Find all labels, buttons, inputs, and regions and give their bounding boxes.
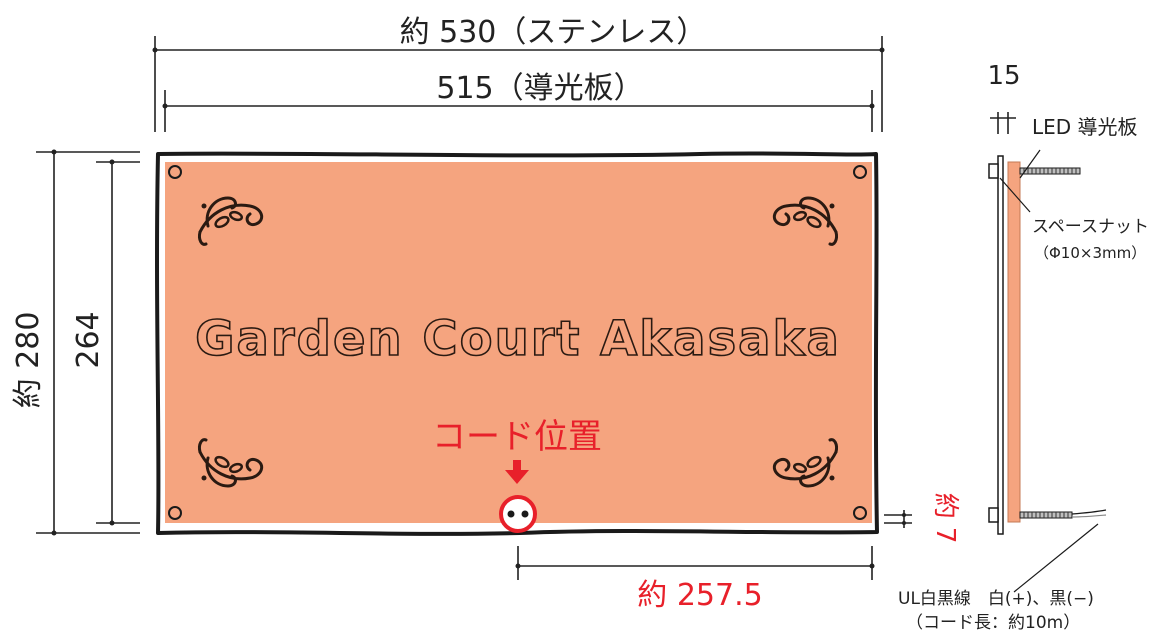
panel-height-dimension: 264 — [71, 159, 140, 526]
side-led-panel — [1007, 161, 1021, 523]
cord-position-label: コード位置 — [432, 417, 602, 457]
spacer-nut-spec: （Φ10×3mm） — [1034, 244, 1146, 262]
spacer-nut-top — [988, 163, 999, 179]
cable — [1019, 509, 1107, 519]
overall-height-dimension: 約 280 — [11, 149, 140, 536]
hole-bottom-right — [853, 506, 867, 520]
down-arrow-icon — [505, 460, 529, 484]
cord-length-label: （コード長：約10m） — [906, 613, 1080, 633]
wire-label: UL白黒線 白(+)、黒(−) — [898, 589, 1094, 609]
hole-top-right — [853, 165, 867, 179]
bottom-gap-dimension: 約 7 — [884, 493, 960, 544]
panel-width-label: 515（導光板） — [436, 71, 643, 106]
cord-offset-dimension: 約 257.5 — [515, 546, 875, 613]
panel-width-dimension: 515（導光板） — [162, 71, 875, 132]
mounting-holes — [168, 165, 867, 520]
overall-height-label: 約 280 — [11, 312, 46, 409]
hole-bottom-left — [168, 506, 182, 520]
overall-width-label: 約 530（ステンレス） — [400, 15, 707, 50]
cord-outlet — [499, 495, 537, 533]
overall-width-dimension: 約 530（ステンレス） — [152, 15, 885, 132]
side-stainless-plate — [997, 155, 1004, 535]
side-view: 15 LED 導光板 スペースナット （Φ10×3mm） UL白黒線 白(+)、… — [898, 61, 1149, 633]
cord-offset-label: 約 257.5 — [637, 578, 762, 613]
led-panel-label: LED 導光板 — [1032, 115, 1138, 139]
spacer-nut-label: スペースナット — [1032, 217, 1149, 237]
side-thickness-label: 15 — [987, 61, 1020, 91]
sign-text: Garden Court Akasaka — [195, 311, 841, 367]
bottom-gap-label: 約 7 — [930, 493, 960, 544]
bolt-top — [1019, 167, 1081, 175]
spacer-nut-bottom — [988, 507, 999, 523]
panel-height-label: 264 — [71, 311, 106, 368]
hole-top-left — [168, 165, 182, 179]
